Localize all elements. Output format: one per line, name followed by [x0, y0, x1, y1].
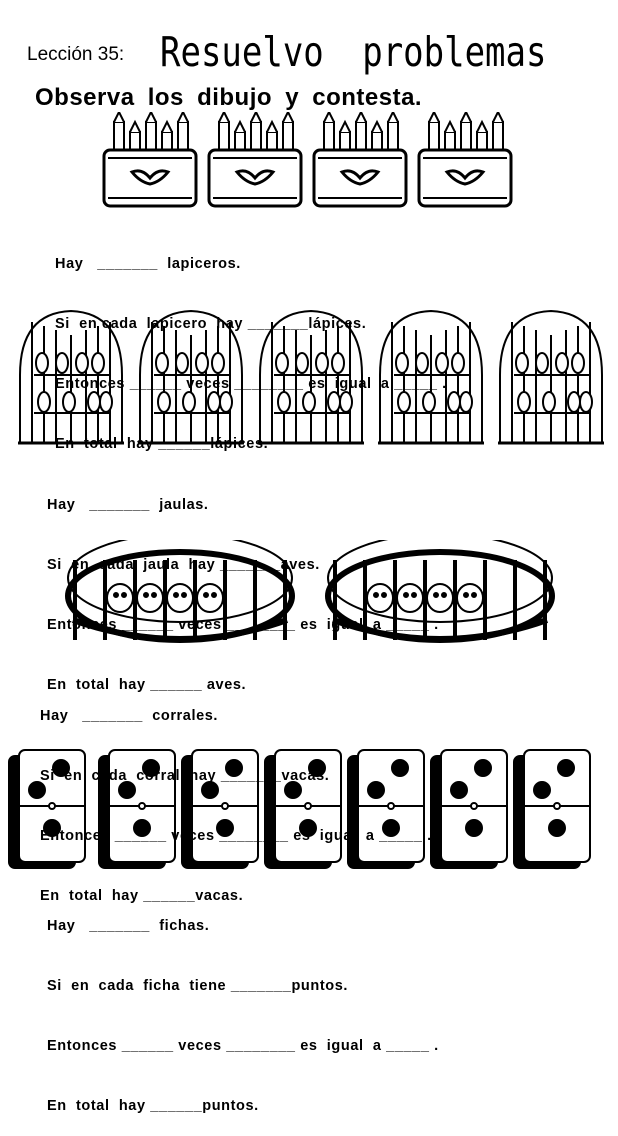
bird-cage-image: [494, 305, 609, 454]
question-line: Si en cada lapicero hay _______lápices.: [55, 316, 367, 332]
question-line: En total hay ______lápices.: [55, 436, 269, 452]
question-line: Si en cada corral hay _______vacas.: [40, 768, 330, 784]
question-line: Hay _______ fichas.: [47, 918, 210, 934]
bird-cage-image: [254, 305, 369, 454]
pencil-cup-image: [100, 109, 200, 215]
questions-corrals: Hay _______ corrales. Si en cada corral …: [40, 666, 432, 926]
cow-corral-image: [65, 533, 295, 651]
questions-pencils: Hay _______ lapiceros. Si en cada lapice…: [55, 214, 447, 474]
question-line: Hay _______ corrales.: [40, 708, 219, 724]
question-line: Si en cada jaula hay _______aves.: [47, 557, 320, 573]
question-line: Entonces ______ veces ________ es igual …: [47, 1038, 439, 1054]
pencil-cup-image: [415, 109, 515, 215]
question-line: En total hay ______vacas.: [40, 888, 244, 904]
page-title: Resuelvo problemas: [160, 28, 547, 77]
question-line: Hay _______ lapiceros.: [55, 256, 241, 272]
bird-cage-image: [14, 305, 129, 454]
domino-tile-image: [429, 748, 513, 875]
pencil-cup-image: [205, 109, 305, 215]
lesson-number: Lección 35:: [27, 44, 125, 65]
domino-tile-image: [346, 748, 430, 875]
bird-cage-image: [134, 305, 249, 454]
questions-dominoes: Hay _______ fichas. Si en cada ficha tie…: [47, 876, 439, 1136]
questions-cages: Hay _______ jaulas. Si en cada jaula hay…: [47, 455, 439, 715]
question-line: En total hay ______ aves.: [47, 677, 247, 693]
domino-tile-image: [263, 748, 347, 875]
question-line: Si en cada ficha tiene _______puntos.: [47, 978, 349, 994]
instruction: Observa los dibujo y contesta.: [35, 84, 423, 111]
question-line: Entonces ______ veces ________ es igual …: [40, 828, 432, 844]
question-line: Hay _______ jaulas.: [47, 497, 209, 513]
domino-tile-image: [97, 748, 181, 875]
domino-tile-image: [7, 748, 91, 875]
bird-cage-image: [374, 305, 489, 454]
domino-tile-image: [180, 748, 264, 875]
question-line: En total hay ______puntos.: [47, 1098, 259, 1114]
domino-tile-image: [512, 748, 596, 875]
pencil-cup-image: [310, 109, 410, 215]
question-line: Entonces ______ veces ________ es igual …: [47, 617, 439, 633]
question-line: Entonces ______ veces ________ es igual …: [55, 376, 447, 392]
